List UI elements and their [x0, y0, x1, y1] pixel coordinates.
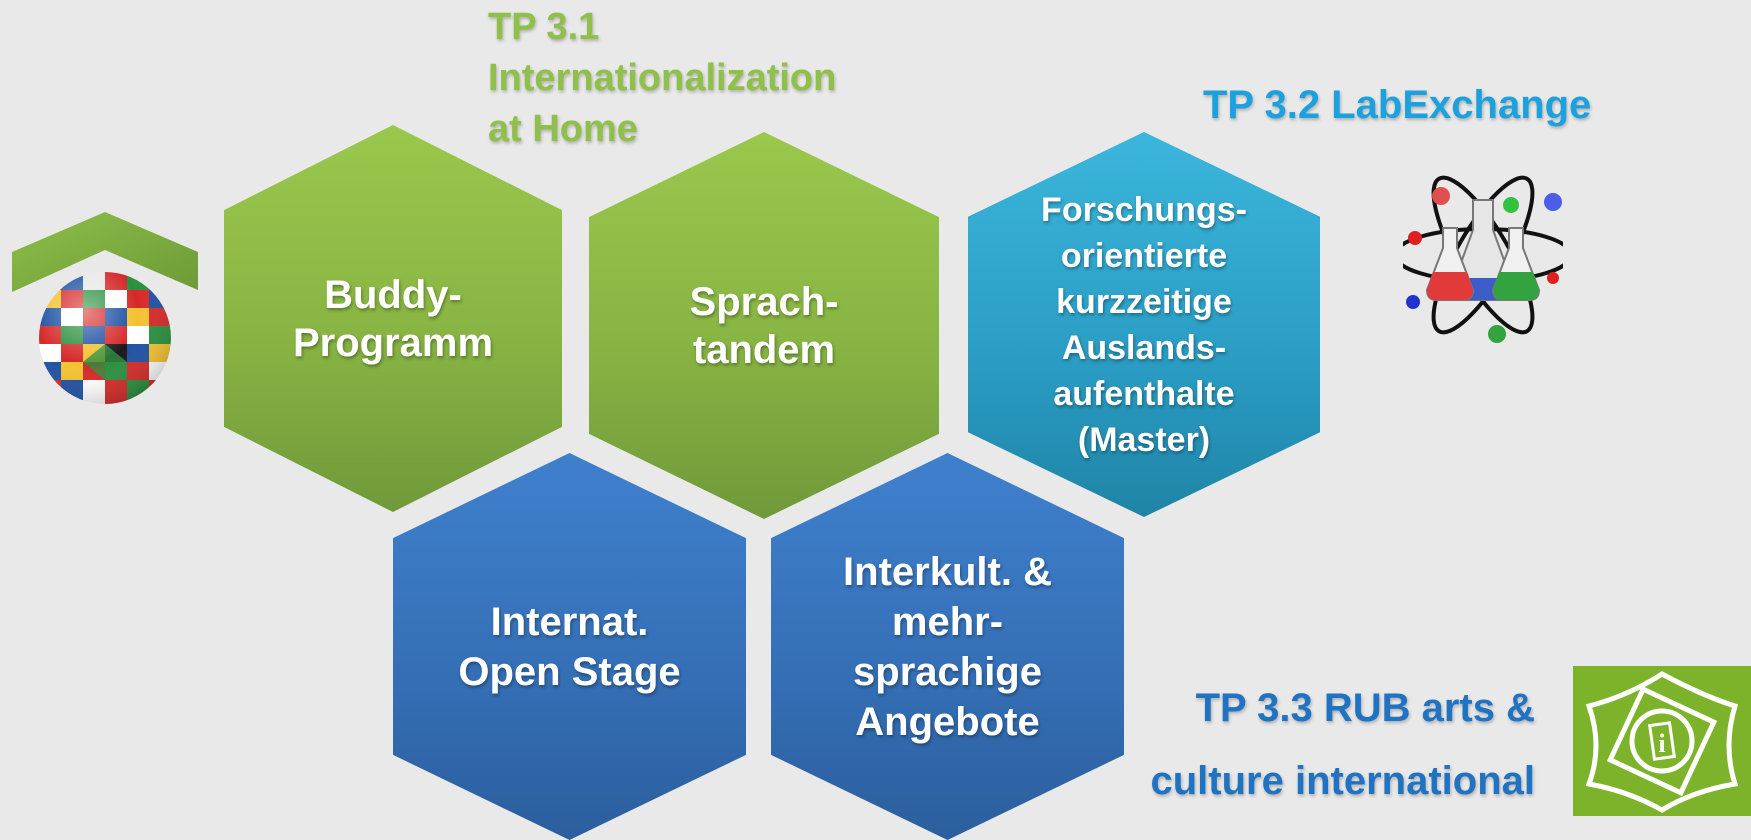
hex-forschung-text: Forschungs- orientierte kurzzeitige Ausl… [1041, 190, 1247, 459]
hex-buddy-programm-text: Buddy- Programm [292, 272, 494, 365]
tp32-label: TP 3.2 LabExchange [1203, 83, 1592, 127]
tp31-label: TP 3.1 Internationalization at Home [488, 6, 837, 150]
tp33-label-line1: TP 3.3 RUB arts & [1195, 686, 1535, 730]
rub-arts-culture-icon: i [1573, 666, 1751, 816]
svg-text:i: i [1658, 729, 1665, 758]
atom-flasks-icon [1403, 175, 1563, 343]
hex-open-stage-text: Internat. Open Stage [458, 599, 681, 694]
tp33-label-line2: culture international [1150, 759, 1536, 803]
hex-interkult-text: Interkult. & mehr- sprachige Angebote [843, 549, 1052, 744]
tp33-label: TP 3.3 RUB arts & culture international [1151, 672, 1536, 818]
hex-open-stage: Internat. Open Stage [393, 453, 746, 840]
hex-sprachtandem: Sprach- tandem [589, 132, 939, 519]
hex-forschung: Forschungs- orientierte kurzzeitige Ausl… [968, 132, 1320, 517]
hex-sprachtandem-text: Sprach- tandem [689, 279, 839, 372]
flag-globe-house-icon [12, 212, 198, 404]
hex-buddy-programm: Buddy- Programm [224, 125, 562, 512]
hex-interkult: Interkult. & mehr- sprachige Angebote [771, 453, 1124, 840]
